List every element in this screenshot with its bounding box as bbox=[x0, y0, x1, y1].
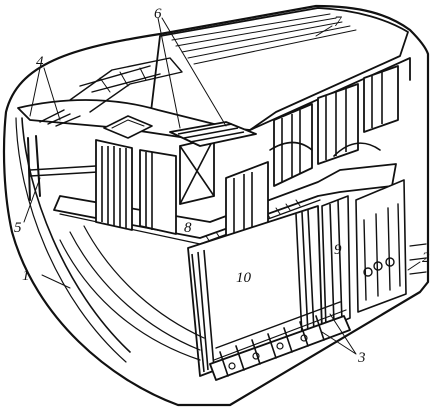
upper-bulkhead-panels bbox=[95, 65, 399, 241]
label-5: 5 bbox=[14, 220, 22, 236]
leader-lines bbox=[23, 17, 421, 355]
outer-hull-shell bbox=[2, 4, 430, 407]
side-frames-right bbox=[355, 179, 427, 313]
label-9: 9 bbox=[334, 242, 342, 258]
label-2: 2 bbox=[422, 250, 430, 266]
bilge-longitudinals bbox=[59, 225, 205, 361]
label-6: 6 bbox=[154, 6, 162, 22]
upper-deck bbox=[149, 7, 411, 131]
label-4: 4 bbox=[36, 54, 44, 70]
side-frames-left bbox=[27, 109, 99, 201]
label-1: 1 bbox=[22, 268, 30, 284]
label-3: 3 bbox=[357, 350, 366, 366]
label-10: 10 bbox=[236, 270, 252, 286]
label-8: 8 bbox=[184, 220, 192, 236]
double-bottom-floors bbox=[209, 301, 351, 381]
label-7: 7 bbox=[334, 14, 343, 30]
